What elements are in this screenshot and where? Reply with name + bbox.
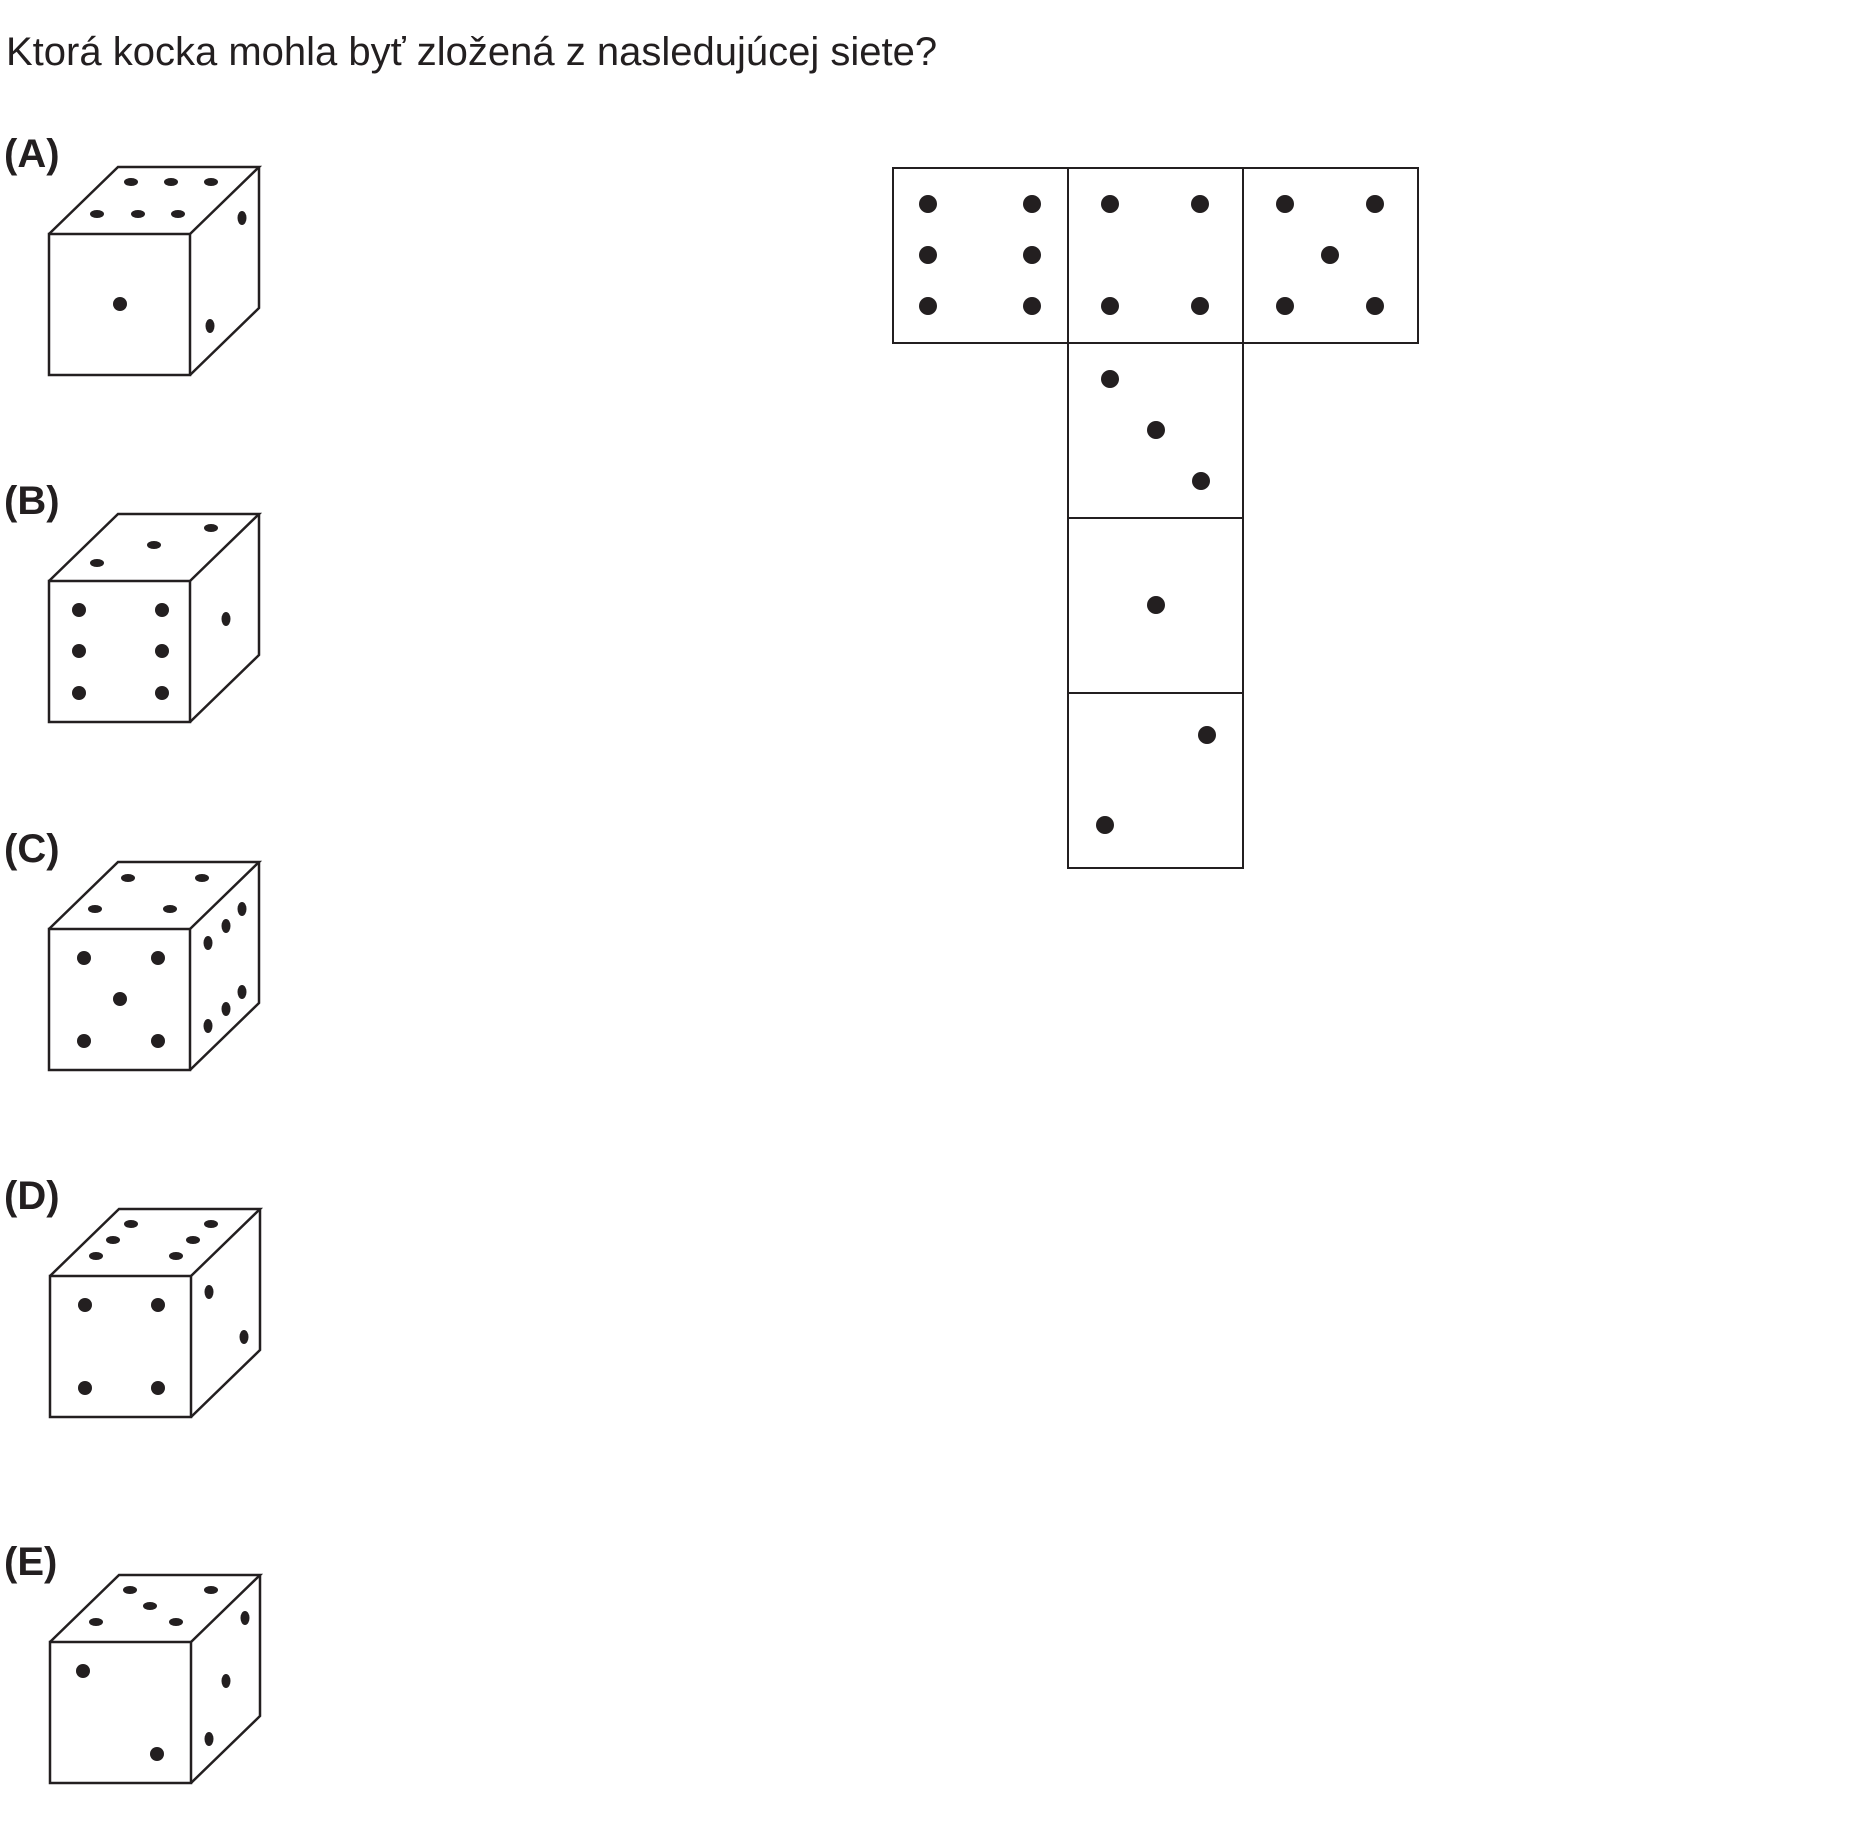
option-c[interactable]: (C) (0, 825, 320, 1125)
option-label: (B) (4, 479, 60, 523)
option-d[interactable]: (D) (0, 1172, 320, 1472)
option-label: (A) (4, 132, 60, 176)
net-face-five (1242, 167, 1419, 344)
cube-b-illustration (47, 512, 263, 724)
cube-e-illustration (48, 1573, 264, 1785)
cube-c-illustration (47, 860, 263, 1072)
option-b[interactable]: (B) (0, 477, 320, 777)
net-face-two (1067, 692, 1244, 869)
option-a[interactable]: (A) (0, 130, 320, 430)
cube-a-illustration (47, 165, 263, 377)
net-face-four (1067, 167, 1244, 344)
option-label: (E) (4, 1540, 58, 1584)
option-label: (C) (4, 827, 60, 871)
option-label: (D) (4, 1174, 60, 1218)
question-text: Ktorá kocka mohla byť zložená z nasleduj… (6, 30, 938, 74)
option-e[interactable]: (E) (0, 1538, 320, 1838)
cube-d-illustration (48, 1207, 264, 1419)
cube-net-diagram (892, 167, 1419, 869)
